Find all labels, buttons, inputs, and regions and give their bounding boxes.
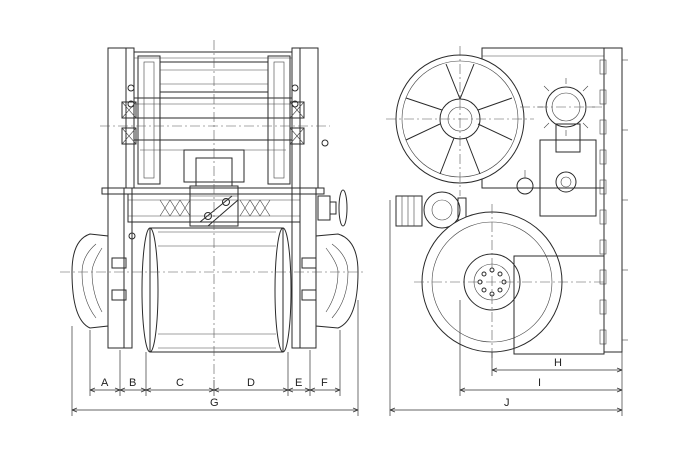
dim-label-e: E <box>295 377 302 389</box>
winch-side-view <box>386 46 628 360</box>
winch-front-view <box>60 40 366 380</box>
dimension-lines <box>71 200 623 416</box>
front-centerlines <box>60 40 366 380</box>
rope-drum <box>141 227 292 353</box>
cross-beam <box>101 187 325 223</box>
dim-label-f: F <box>321 377 328 389</box>
dim-label-h: H <box>554 357 562 369</box>
dim-label-g: G <box>210 397 219 409</box>
side-flange <box>599 47 628 353</box>
dim-label-a: A <box>101 377 109 389</box>
dim-label-i: I <box>538 377 541 389</box>
side-coupling <box>317 189 348 227</box>
dim-label-c: C <box>176 377 184 389</box>
upper-brake-drums <box>137 55 291 185</box>
side-gear <box>516 78 605 217</box>
column-bolts <box>127 84 329 240</box>
top-frame <box>107 47 319 189</box>
brake-wheel <box>386 46 534 196</box>
bearing-blocks <box>121 101 305 145</box>
dimension-labels: A B C D E F G H I J <box>101 357 562 409</box>
dim-label-d: D <box>247 377 255 389</box>
side-drum <box>414 204 605 360</box>
small-pulley <box>395 191 467 229</box>
warping-heads <box>71 233 359 329</box>
dim-label-j: J <box>504 397 510 409</box>
dim-label-b: B <box>129 377 136 389</box>
